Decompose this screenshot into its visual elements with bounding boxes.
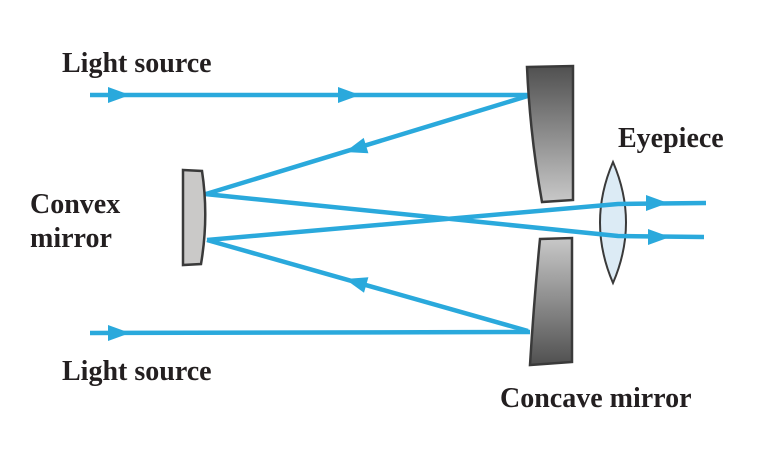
label-convex-mirror-line1: Convex <box>30 189 121 220</box>
convex-mirror <box>181 168 207 267</box>
light-rays <box>89 92 707 336</box>
label-eyepiece: Eyepiece <box>618 123 724 154</box>
arrowhead-right-icon <box>338 87 360 103</box>
eyepiece-lens <box>599 159 627 286</box>
label-convex-mirror-line2: mirror <box>30 223 112 254</box>
ray-arrowheads <box>108 87 670 341</box>
arrowhead-down-left-icon <box>345 137 369 154</box>
ray-convex-to-eyepiece-lower-exit <box>204 191 705 240</box>
label-concave-mirror: Concave mirror <box>500 383 692 414</box>
arrowhead-up-left-icon <box>345 277 369 293</box>
ray-bottom-incoming <box>89 329 531 336</box>
label-light-source-top: Light source <box>62 48 212 79</box>
concave-mirror-upper <box>525 64 575 204</box>
concave-mirror-lower <box>528 236 574 367</box>
label-light-source-bottom: Light source <box>62 356 212 387</box>
ray-bottom-reflected-to-convex <box>206 237 529 334</box>
ray-top-reflected-to-convex <box>205 92 532 197</box>
arrowhead-right-icon <box>108 325 130 341</box>
arrowhead-right-icon <box>648 229 670 245</box>
arrowhead-right-icon <box>108 87 130 103</box>
ray-convex-to-eyepiece-upper-exit <box>206 200 707 243</box>
arrowhead-right-icon <box>646 195 668 211</box>
